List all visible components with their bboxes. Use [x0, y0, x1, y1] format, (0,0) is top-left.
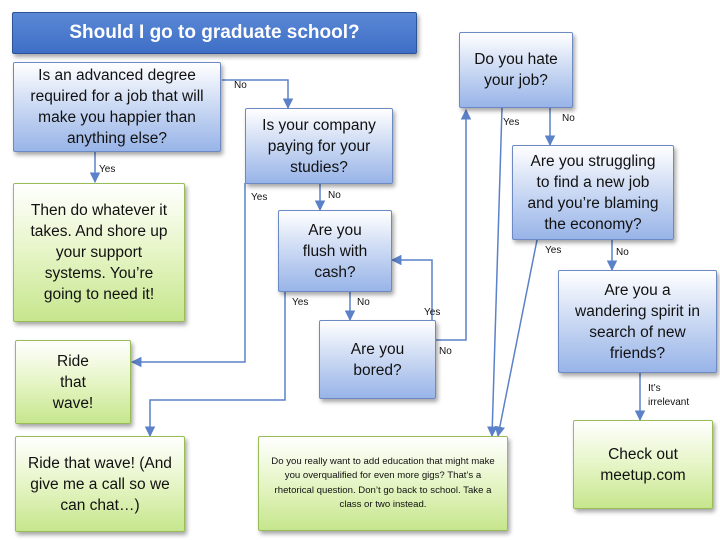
label-flush-yes: Yes — [292, 297, 309, 308]
label-degree-yes: Yes — [99, 164, 116, 175]
label-hate-no: No — [562, 113, 575, 124]
arrow-hate-yes — [487, 107, 503, 438]
label-irrelevant-line2: irrelevant — [648, 397, 690, 408]
label-company-no: No — [328, 190, 341, 201]
arrow-company-yes — [130, 183, 246, 368]
answer-ride-that-wave-call: Ride that wave! (And give me a call so w… — [15, 436, 185, 532]
arrow-bored-yes — [390, 254, 433, 320]
label-irrelevant-line1: It’s — [648, 383, 661, 394]
label-bored-yes: Yes — [424, 307, 441, 318]
answer-ride-that-wave: Ride that wave! — [15, 340, 131, 424]
label-bored-no: No — [439, 346, 452, 357]
arrow-flush-yes — [144, 292, 286, 438]
arrow-struggling-yes — [494, 239, 538, 438]
question-wandering-spirit: Are you a wandering spirit in search of … — [558, 270, 717, 373]
label-hate-yes: Yes — [503, 117, 520, 128]
question-advanced-degree: Is an advanced degree required for a job… — [13, 62, 221, 152]
question-flush-with-cash: Are you flush with cash? — [278, 210, 392, 292]
label-struggling-yes: Yes — [545, 245, 562, 256]
label-company-yes: Yes — [251, 192, 268, 203]
question-are-you-bored: Are you bored? — [319, 320, 436, 399]
answer-rhetorical-question: Do you really want to add education that… — [258, 436, 508, 531]
label-struggling-no: No — [616, 247, 629, 258]
arrow-degree-no — [222, 79, 294, 110]
question-company-paying: Is your company paying for your studies? — [245, 108, 393, 184]
arrow-bored-no — [436, 108, 472, 341]
answer-check-out-meetup: Check out meetup.com — [573, 420, 713, 509]
diagram-title: Should I go to graduate school? — [12, 12, 417, 54]
question-struggling-new-job: Are you struggling to find a new job and… — [512, 145, 674, 240]
label-degree-no: No — [234, 80, 247, 91]
label-flush-no: No — [357, 297, 370, 308]
answer-do-whatever-it-takes: Then do whatever it takes. And shore up … — [13, 183, 185, 322]
question-hate-your-job: Do you hate your job? — [459, 32, 573, 108]
